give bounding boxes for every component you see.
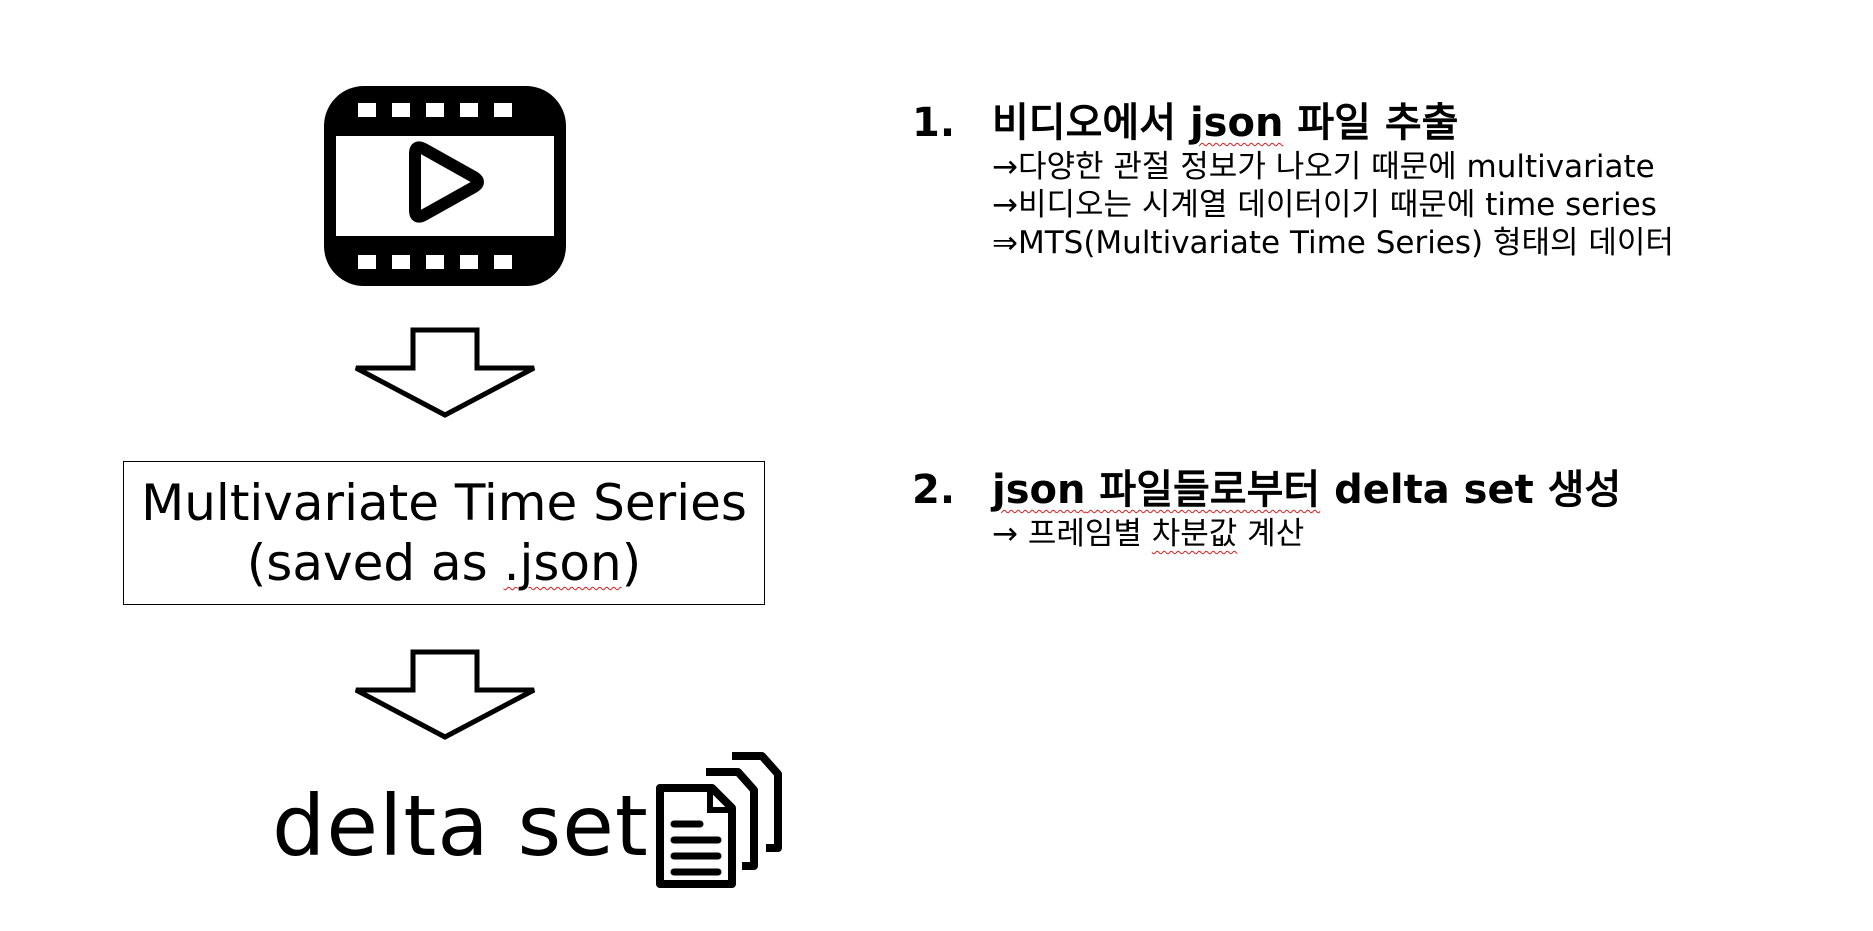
down-arrow-icon [354,327,536,418]
step-1-json-word: json [1189,100,1284,146]
step-2-json-word: json [992,467,1086,513]
step-1-line-3: ⇒MTS(Multivariate Time Series) 형태의 데이터 [992,225,1674,261]
box-title: Multivariate Time Series [141,474,747,532]
step-1-line-2: →비디오는 시계열 데이터이기 때문에 time series [992,187,1657,223]
document-stack-icon [656,752,782,888]
step-2-title: json 파일들로부터 delta set 생성 [992,467,1622,513]
step-2-number: 2. [912,467,956,513]
step-2-line-1: → 프레임별 차분값 계산 [992,516,1305,552]
step-2-diff-word: 차분값 [1151,516,1238,552]
mts-box: Multivariate Time Series (saved as .json… [123,461,765,605]
video-play-icon [324,86,566,286]
box-subtitle: (saved as .json) [246,534,642,592]
box-json-word: .json [503,534,622,592]
down-arrow-icon [354,649,536,740]
delta-set-label: delta set [272,777,649,875]
step-1-number: 1. [912,100,956,146]
step-1-title: 비디오에서 json 파일 추출 [992,100,1459,146]
step-1-line-1: →다양한 관절 정보가 나오기 때문에 multivariate [992,149,1655,185]
